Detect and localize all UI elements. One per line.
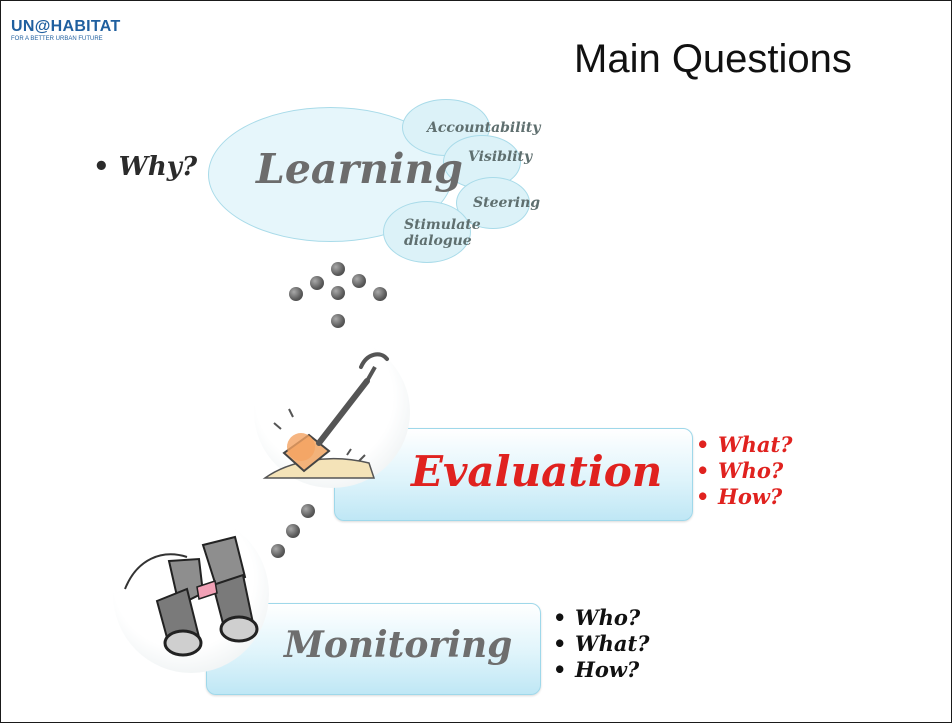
logo-wordmark: UN@HABITAT xyxy=(11,18,121,35)
monitoring-label: Monitoring xyxy=(284,624,513,666)
evaluation-question-what: What? xyxy=(696,432,792,458)
monitoring-question-how: How? xyxy=(553,657,649,683)
bubble-label-stimulate-dialogue: Stimulate dialogue xyxy=(404,217,481,249)
bubble-stimulate-dialogue xyxy=(383,201,471,263)
un-habitat-logo: UN@HABITAT FOR A BETTER URBAN FUTURE xyxy=(11,19,121,43)
dot xyxy=(310,276,324,290)
slide-title: Main Questions xyxy=(574,37,852,81)
bubble-label-visibility: Visiblity xyxy=(468,149,533,165)
bubble-label-steering: Steering xyxy=(473,195,541,211)
logo-tagline: FOR A BETTER URBAN FUTURE xyxy=(11,36,103,42)
monitoring-question-what: What? xyxy=(553,631,649,657)
dot xyxy=(286,524,300,538)
dot xyxy=(271,544,285,558)
dot xyxy=(331,286,345,300)
evaluation-question-how: How? xyxy=(696,484,792,510)
dot xyxy=(352,274,366,288)
learning-label: Learning xyxy=(256,145,463,193)
why-bullet: • Why? xyxy=(93,152,198,182)
evaluation-questions: What? Who? How? xyxy=(696,432,792,510)
dot xyxy=(301,504,315,518)
dot xyxy=(331,314,345,328)
dot xyxy=(373,287,387,301)
dot xyxy=(289,287,303,301)
bubble-steering xyxy=(456,177,530,229)
binoculars-icon xyxy=(117,519,267,673)
evaluation-label: Evaluation xyxy=(411,447,663,496)
monitoring-questions: Who? What? How? xyxy=(553,605,649,683)
bubble-label-accountability: Accountability xyxy=(427,120,541,136)
evaluation-question-who: Who? xyxy=(696,458,792,484)
shovel-icon xyxy=(259,343,409,497)
dot xyxy=(331,262,345,276)
monitoring-question-who: Who? xyxy=(553,605,649,631)
